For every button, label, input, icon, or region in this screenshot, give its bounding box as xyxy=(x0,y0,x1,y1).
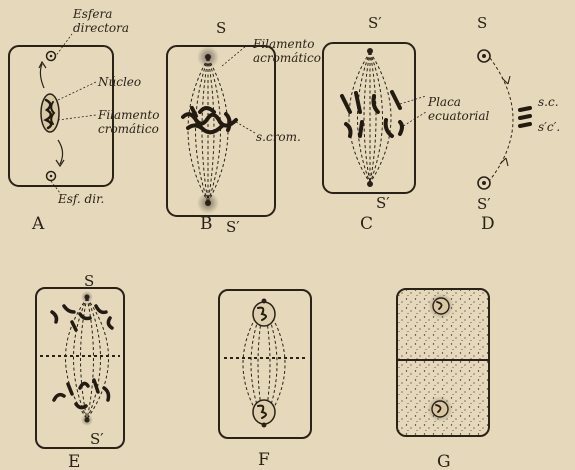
chromosome-mass xyxy=(183,108,236,132)
arrow-up xyxy=(502,76,510,84)
pole-label-bottom: S′ xyxy=(90,430,104,448)
daughter-nucleus-bottom xyxy=(253,400,275,428)
pole-label-top: S xyxy=(84,272,94,290)
daughter-cell-top-nucleus xyxy=(428,293,454,319)
pole-label-top: S xyxy=(477,14,487,32)
label-sc: s.c. xyxy=(538,95,559,109)
pole-label-bottom: S′ xyxy=(376,194,390,212)
label-s-crom: s.crom. xyxy=(256,130,301,144)
pole-label-top: S′ xyxy=(368,14,382,32)
cell-outline xyxy=(323,43,415,193)
daughter-nucleus-top xyxy=(253,299,275,327)
panel-g: G xyxy=(397,289,489,470)
cell-outline xyxy=(36,288,124,448)
daughter-chromosomes-bottom xyxy=(54,380,109,408)
label-sc-prime: s′c′. xyxy=(538,120,560,134)
migration-arrow-down xyxy=(58,140,63,164)
label-esf-dir: Esf. dir. xyxy=(57,192,104,206)
daughter-cell-bottom-nucleus xyxy=(427,396,453,422)
panel-letter-b: B xyxy=(200,214,213,234)
migration-arrow-up xyxy=(40,64,44,88)
pole-label-top: S xyxy=(216,19,226,37)
centrosome-top xyxy=(478,50,490,62)
panel-e: S S′ E xyxy=(36,272,124,470)
centrosome-bottom xyxy=(478,177,490,189)
panel-letter-d: D xyxy=(481,214,495,234)
panel-letter-a: A xyxy=(31,214,45,234)
pole-label-bottom: S′ xyxy=(477,195,491,213)
panel-letter-f: F xyxy=(258,450,270,470)
pole-label-bottom: S′ xyxy=(226,218,240,236)
nucleus xyxy=(41,94,59,132)
centrosome-bottom xyxy=(47,172,56,181)
label-nucleo: Núcleo xyxy=(97,75,141,89)
split-chromosomes xyxy=(520,108,530,126)
panel-letter-g: G xyxy=(437,452,451,470)
panel-d: S S′ s.c. s′c′. D xyxy=(477,14,560,234)
panel-letter-c: C xyxy=(360,214,373,234)
spindle xyxy=(349,52,391,183)
centrosome-top xyxy=(47,52,56,61)
spindle xyxy=(66,298,109,419)
panel-f: F xyxy=(219,290,311,470)
panel-letter-e: E xyxy=(68,452,80,470)
